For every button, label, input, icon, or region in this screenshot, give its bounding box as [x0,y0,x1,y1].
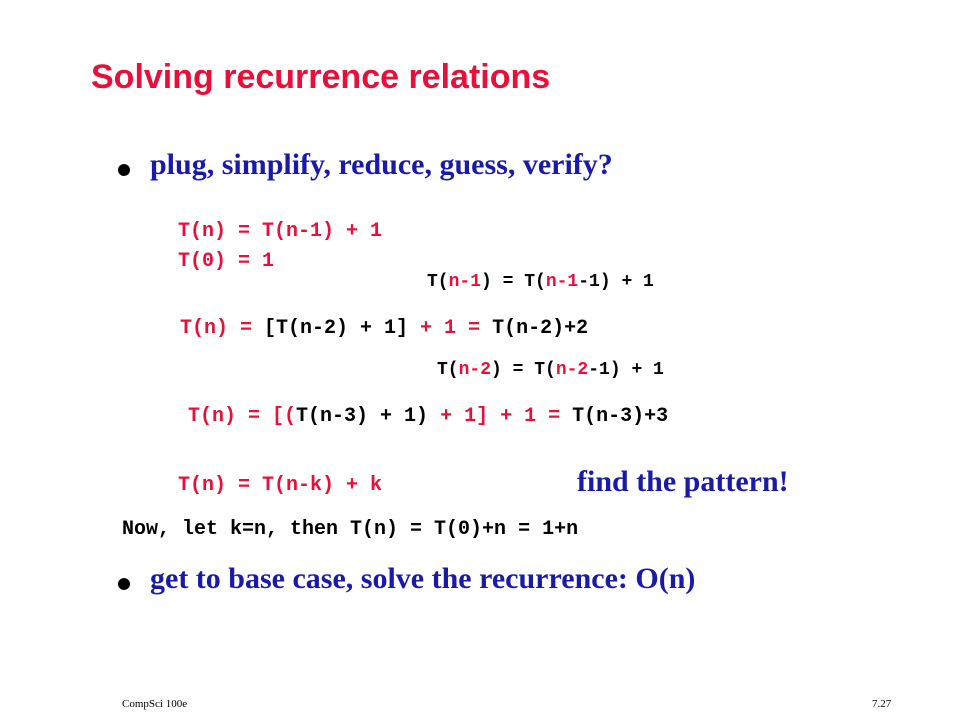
expansion-step-1: T(n) = [T(n-2) + 1] + 1 = T(n-2)+2 [180,317,589,340]
expansion-step-2: T(n) = [(T(n-3) + 1) + 1] + 1 = T(n-3)+3 [188,405,669,428]
bullet-2: get to base case, solve the recurrence: … [150,562,696,595]
substitution-2: T(n-2) = T(n-2-1) + 1 [437,360,664,380]
slide-title: Solving recurrence relations [91,58,551,96]
base-case-definition: T(0) = 1 [178,250,275,273]
general-form: T(n) = T(n-k) + k [178,474,383,497]
bullet-dot [118,164,130,176]
footer-course: CompSci 100e [122,698,188,710]
bullet-dot [118,578,130,590]
pattern-note: find the pattern! [577,465,789,498]
footer-page-number: 7.27 [872,698,892,710]
bullet-1: plug, simplify, reduce, guess, verify? [150,148,613,181]
recurrence-definition: T(n) = T(n-1) + 1 [178,220,383,243]
conclusion: Now, let k=n, then T(n) = T(0)+n = 1+n [122,518,579,541]
substitution-1: T(n-1) = T(n-1-1) + 1 [427,272,654,292]
